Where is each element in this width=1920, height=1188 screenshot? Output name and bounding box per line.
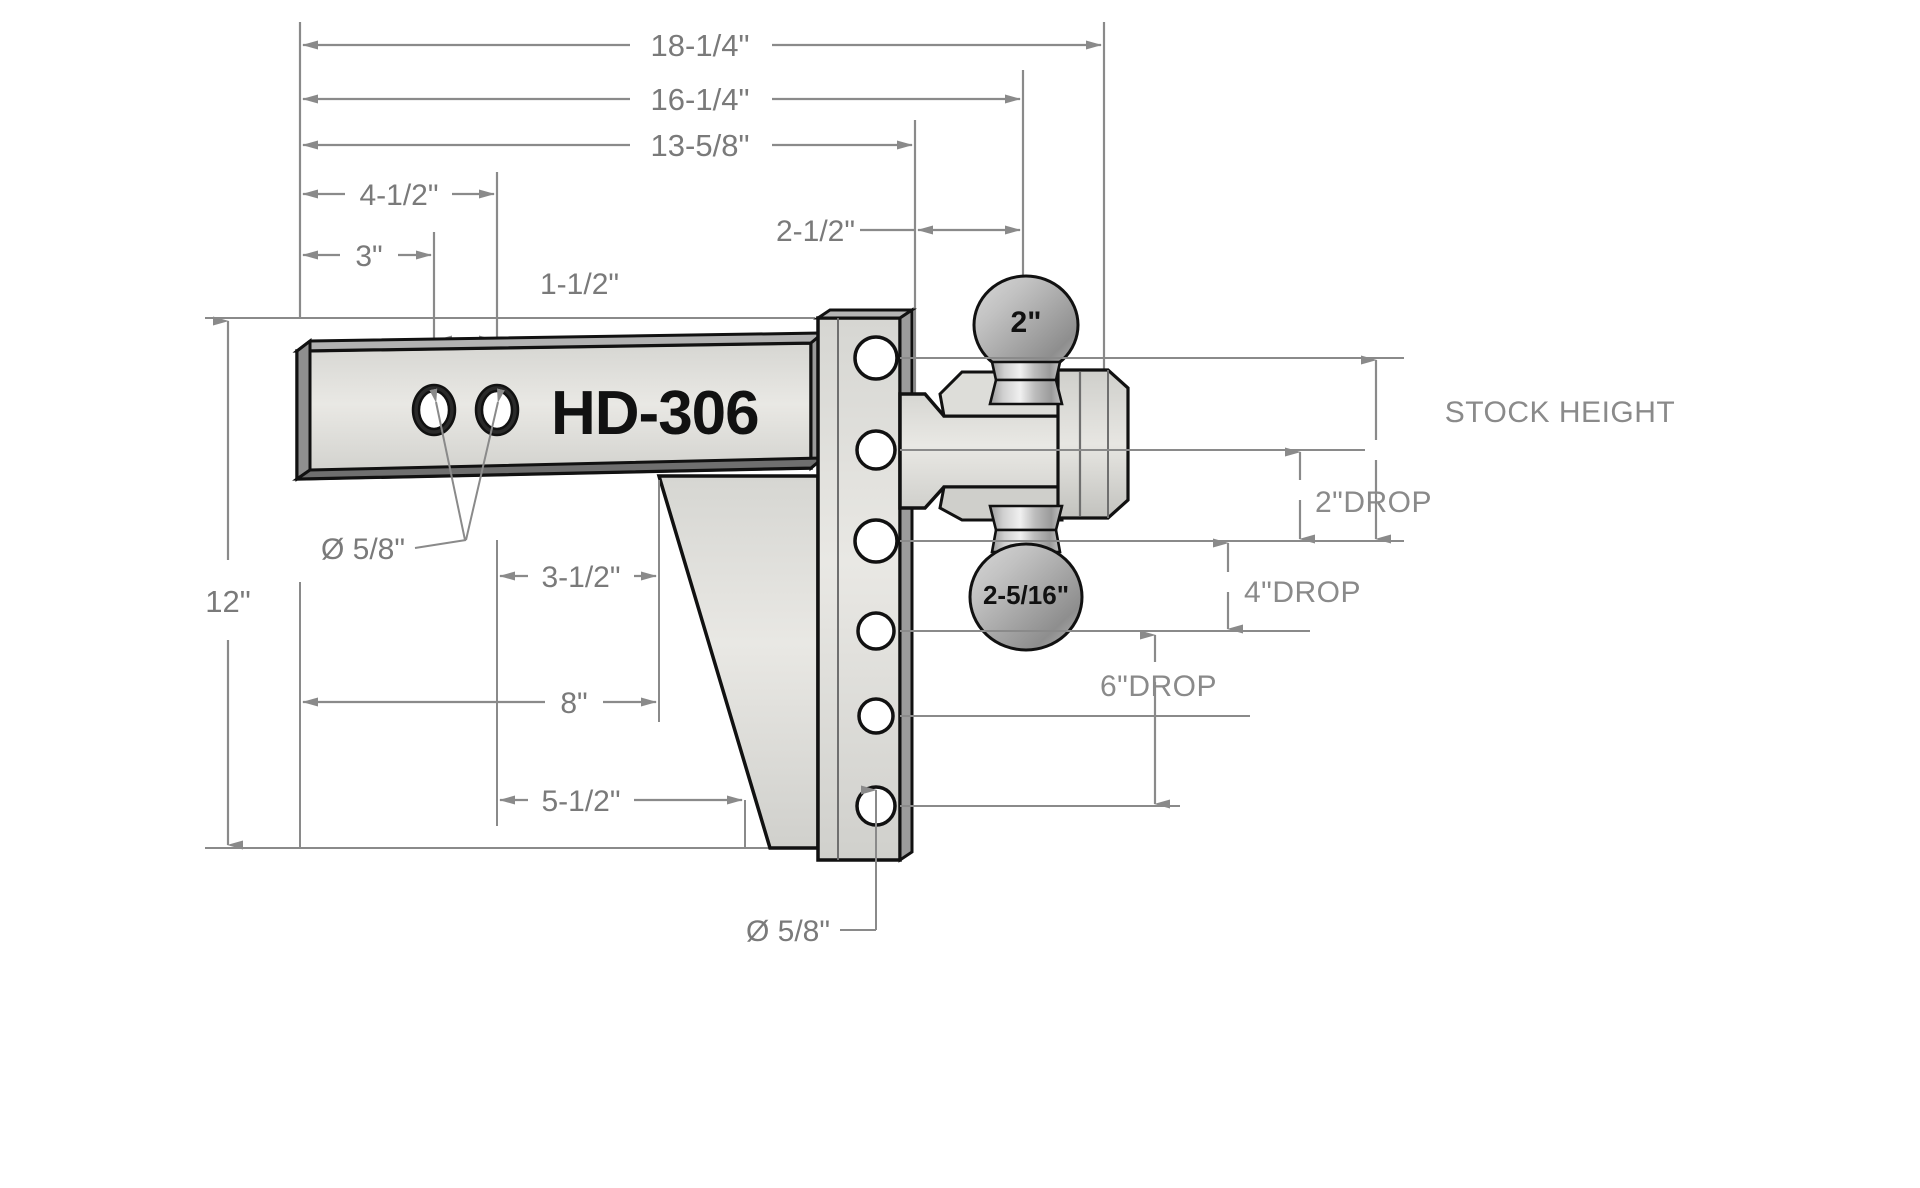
shank-hole-1 [411,383,457,437]
dim-leg-top-offset-label: 3-1/2" [541,561,620,594]
dim-leg-top-offset: 3-1/2" [499,561,657,594]
dim-leg-bottom-offset-label: 5-1/2" [541,785,620,818]
adjustment-plate [813,307,917,863]
dim-shank-hole-far-label: 4-1/2" [359,179,438,212]
dim-plate-thickness: 2-1/2" [776,215,1021,248]
ball-mount-hex-nut [1056,368,1130,520]
dim-overall-height-label: 12" [205,584,251,619]
lower-ext-lines [299,480,746,848]
plate-hole-2 [855,429,897,471]
hitch-ball-lower: 2-5/16" [968,504,1084,652]
plate-hole-5 [857,697,895,735]
dim-length-plate-front: 13-5/8" [302,128,913,163]
dim-overall-height: 12" [205,316,815,850]
dim-length-plate-back-label: 16-1/4" [651,82,750,117]
dim-length-plate-back: 16-1/4" [302,82,1021,117]
dim-overall-length: 18-1/4" [302,28,1102,63]
plate-hole-dia-callout: Ø 5/8" [746,785,877,948]
height-4-drop-label: 4"DROP [1244,576,1361,609]
plate-hole-4 [856,611,896,651]
plate-hole-3 [853,518,899,564]
dim-shank-hole-far: 4-1/2" [302,179,495,212]
height-2-drop: 2"DROP [1285,447,1432,544]
plate-hole-dia-label: Ø 5/8" [746,915,830,948]
upper-ball-size-label: 2" [1011,306,1042,339]
height-2-drop-label: 2"DROP [1315,486,1432,519]
dim-plate-thickness-label: 2-1/2" [776,215,855,248]
top-dimension-group [298,22,1106,430]
dim-leg-bottom-offset: 5-1/2" [499,785,743,818]
height-stock-label: STOCK HEIGHT [1445,396,1675,429]
dim-hole-spacing: 1-1/2" [436,268,619,345]
plate-hole-1 [853,335,899,381]
hitch-shank [292,329,828,482]
lower-ball-size-label: 2-5/16" [983,580,1069,610]
dim-length-plate-front-label: 13-5/8" [651,128,750,163]
height-6-drop: 6"DROP [1100,630,1217,809]
part-number-label: HD-306 [551,379,759,448]
height-6-drop-label: 6"DROP [1100,670,1217,703]
hitch-drop-leg [656,474,820,850]
dim-shank-hole-near-label: 3" [355,240,382,273]
shank-hole-dia-label: Ø 5/8" [321,533,405,566]
dim-hole-spacing-label: 1-1/2" [540,268,619,301]
dim-leg-base-offset-label: 8" [560,687,587,720]
shank-hole-dia-callout: Ø 5/8" [321,388,505,566]
height-4-drop: 4"DROP [1213,538,1361,634]
hitch-ball-upper: 2" [972,274,1080,406]
height-stock: STOCK HEIGHT [1361,355,1675,544]
dim-overall-length-label: 18-1/4" [651,28,750,63]
dim-shank-hole-near: 3" [302,240,432,273]
dim-leg-base-offset: 8" [302,687,657,720]
